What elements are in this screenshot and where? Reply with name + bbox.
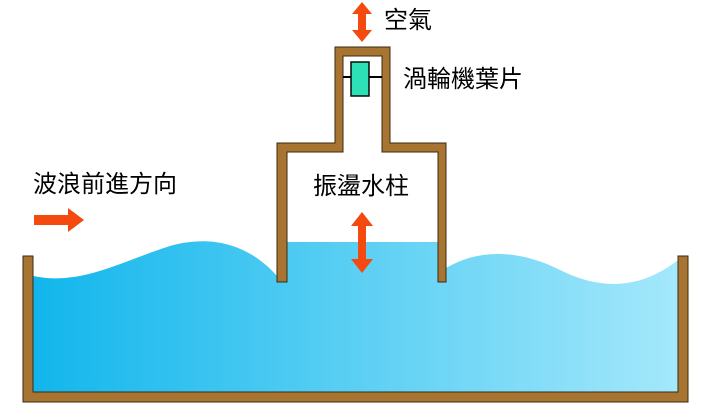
chamber-wall	[276, 46, 447, 283]
turbine-blade-label: 渦輪機葉片	[403, 65, 523, 93]
water-body	[33, 241, 678, 392]
air-double-arrow-icon	[352, 2, 372, 42]
water-column-double-arrow-icon	[351, 212, 373, 273]
wave-direction-label: 波浪前進方向	[33, 170, 177, 198]
wave-direction-arrow-icon	[34, 208, 84, 232]
tank-wall	[22, 255, 689, 403]
turbine-blade-icon	[350, 61, 370, 97]
air-label: 空氣	[384, 6, 432, 34]
water-column-label: 振盪水柱	[313, 172, 409, 200]
